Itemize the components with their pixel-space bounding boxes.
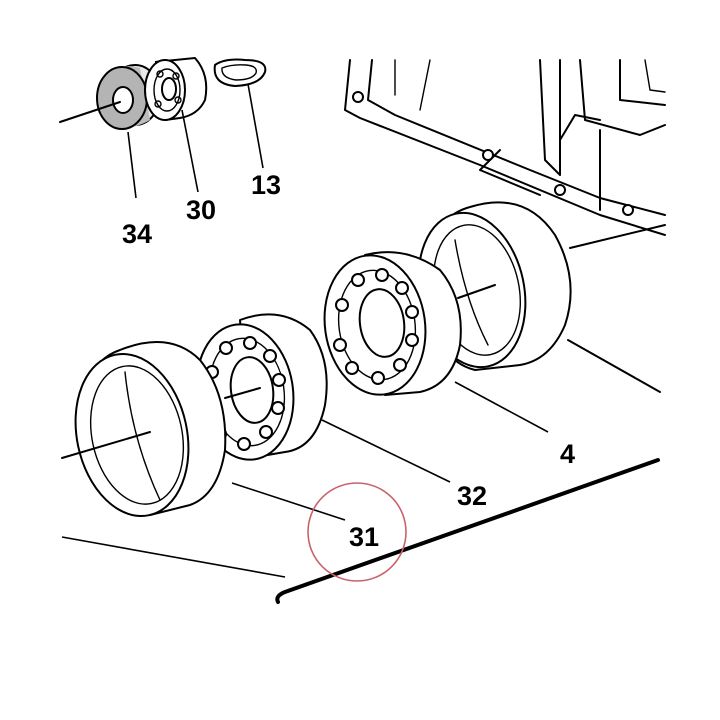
part-label-34[interactable]: 34 [122, 219, 152, 249]
base-outline [61, 458, 660, 604]
part-label-13[interactable]: 13 [251, 170, 281, 200]
leader-lines [127, 83, 264, 199]
part-label-4[interactable]: 4 [560, 439, 575, 469]
part-13-o-ring [213, 58, 267, 87]
part-31-outer-race [61, 341, 346, 521]
part-4-roller-bearing [323, 251, 549, 433]
gearbox-housing [344, 59, 666, 249]
part-30-small-bearing [144, 57, 208, 121]
part-label-30[interactable]: 30 [186, 195, 216, 225]
part-label-32[interactable]: 32 [457, 481, 487, 511]
highlight-circle [307, 482, 407, 582]
part-label-31[interactable]: 31 [349, 522, 379, 552]
